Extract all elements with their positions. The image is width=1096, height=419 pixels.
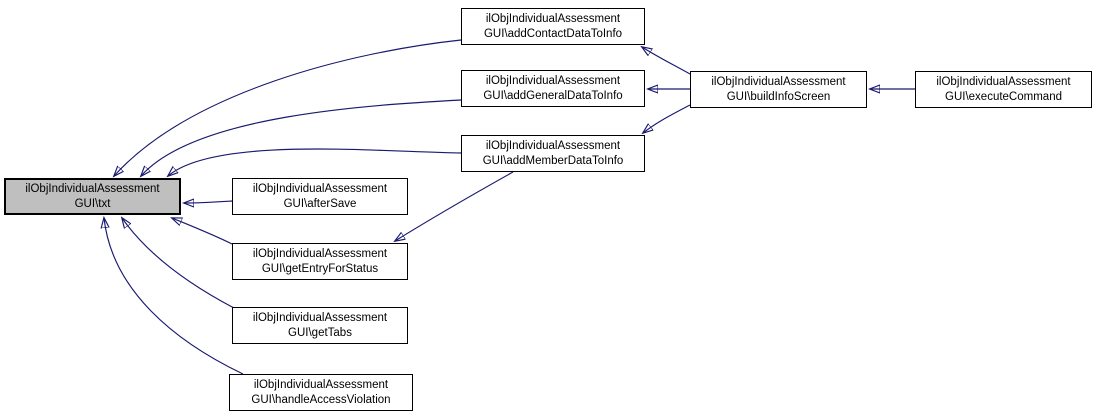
- edge-buildInfoScreen-to-addMemberDataToInfo: [643, 104, 691, 133]
- node-label-line1: ilObjIndividualAssessment: [252, 312, 388, 324]
- edge-addContactDataToInfo-to-txt: [114, 39, 462, 176]
- node-gui-getEntryForStatus[interactable]: ilObjIndividualAssessment GUI\getEntryFo…: [232, 243, 408, 280]
- node-label-line1: ilObjIndividualAssessment: [485, 140, 621, 152]
- node-gui-addContactDataToInfo[interactable]: ilObjIndividualAssessment GUI\addContact…: [461, 8, 645, 45]
- node-label-line2: GUI\handleAccessViolation: [251, 393, 391, 406]
- node-label-line2: GUI\executeCommand: [945, 90, 1062, 103]
- node-gui-executeCommand[interactable]: ilObjIndividualAssessment GUI\executeCom…: [915, 71, 1092, 108]
- node-label-line1: ilObjIndividualAssessment: [711, 76, 846, 88]
- node-gui-afterSave[interactable]: ilObjIndividualAssessment GUI\afterSave: [232, 178, 408, 215]
- edge-getEntryForStatus-to-txt: [172, 218, 233, 245]
- edge-addGeneralDataToInfo-to-txt: [141, 99, 462, 176]
- node-gui-txt: ilObjIndividualAssessment GUI\txt: [4, 178, 181, 215]
- node-label-line1: ilObjIndividualAssessment: [25, 183, 160, 195]
- node-gui-addMemberDataToInfo[interactable]: ilObjIndividualAssessment GUI\addMemberD…: [461, 135, 645, 172]
- node-label-line2: GUI\getTabs: [288, 326, 352, 339]
- node-gui-getTabs[interactable]: ilObjIndividualAssessment GUI\getTabs: [232, 307, 408, 344]
- node-label-line2: GUI\buildInfoScreen: [726, 90, 831, 103]
- node-label-line1: ilObjIndividualAssessment: [936, 76, 1071, 88]
- node-label-line1: ilObjIndividualAssessment: [253, 379, 389, 391]
- node-label-line1: ilObjIndividualAssessment: [252, 183, 388, 195]
- node-label-line2: GUI\afterSave: [283, 197, 357, 210]
- node-label-line1: ilObjIndividualAssessment: [485, 75, 621, 87]
- node-label-line2: GUI\addGeneralDataToInfo: [483, 89, 623, 102]
- node-label-line2: GUI\addContactDataToInfo: [483, 27, 623, 40]
- edge-handleAccessViolation-to-txt: [104, 218, 244, 375]
- edge-addMemberDataToInfo-to-txt: [168, 148, 462, 176]
- node-label-line1: ilObjIndividualAssessment: [485, 13, 621, 25]
- node-label-line1: ilObjIndividualAssessment: [252, 248, 388, 260]
- node-label-line2: GUI\getEntryForStatus: [261, 262, 379, 275]
- node-gui-buildInfoScreen[interactable]: ilObjIndividualAssessment GUI\buildInfoS…: [690, 71, 867, 108]
- node-label-line2: GUI\txt: [74, 197, 111, 210]
- edge-afterSave-to-txt: [184, 201, 233, 203]
- edge-addMemberDataToInfo-to-getEntryForStatus: [395, 171, 514, 241]
- node-label-line2: GUI\addMemberDataToInfo: [482, 154, 624, 167]
- node-gui-handleAccessViolation[interactable]: ilObjIndividualAssessment GUI\handleAcce…: [229, 374, 413, 411]
- node-gui-addGeneralDataToInfo[interactable]: ilObjIndividualAssessment GUI\addGeneral…: [461, 70, 645, 107]
- edge-buildInfoScreen-to-addContactDataToInfo: [642, 47, 691, 75]
- edge-getTabs-to-txt: [122, 218, 235, 309]
